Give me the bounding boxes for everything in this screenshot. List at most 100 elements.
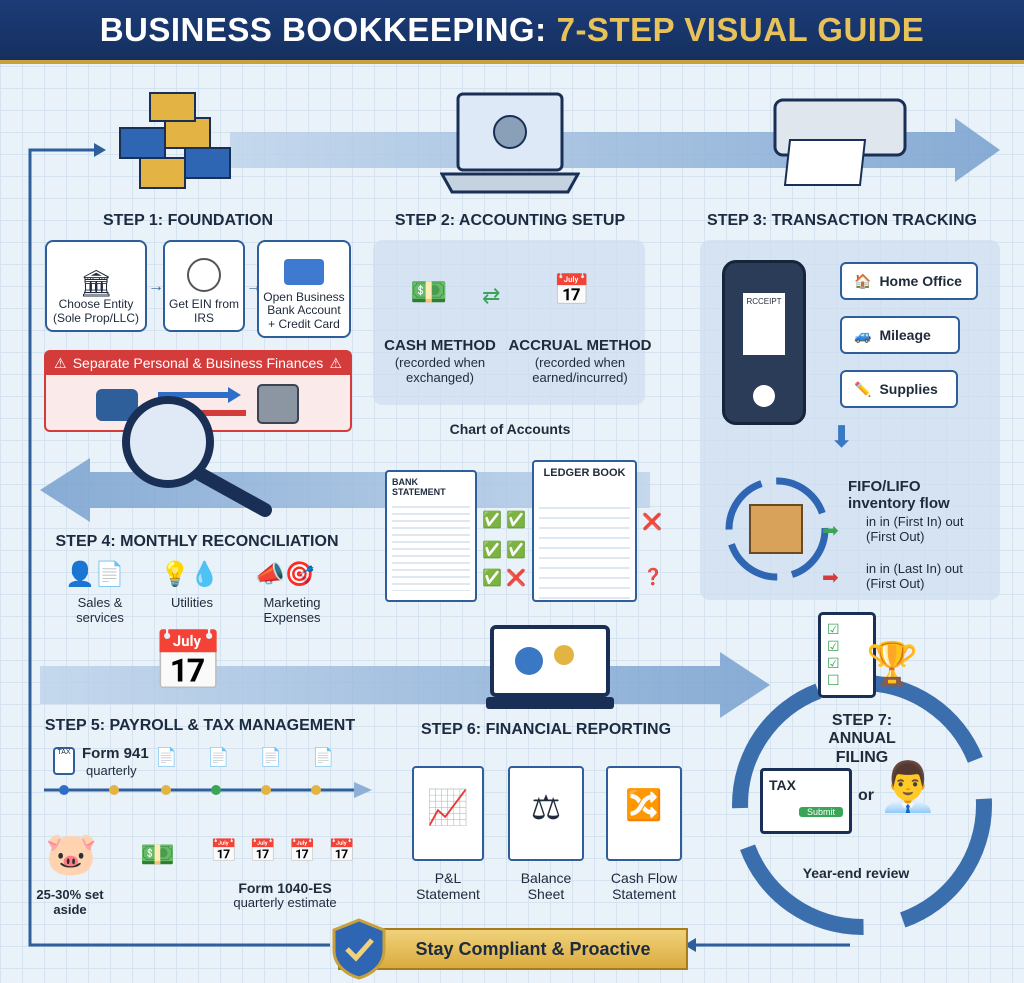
tag-supplies: ✏️ Supplies <box>840 370 958 408</box>
page-header: BUSINESS BOOKKEEPING: 7-STEP VISUAL GUID… <box>0 0 1024 64</box>
set-aside-label: 25-30% set aside <box>36 887 104 917</box>
get-ein-card: Get EIN from IRS <box>163 240 245 332</box>
shield-check-icon <box>332 918 386 980</box>
building-icon: 🏛 <box>79 267 113 298</box>
report-label: P&L Statement <box>416 870 480 903</box>
compliance-banner: Stay Compliant & Proactive <box>338 928 688 970</box>
pnl-chart-doc-icon: 📈 <box>412 766 484 861</box>
card-label: Open Business Bank Account + Credit Card <box>263 289 345 332</box>
card-label: Get EIN from IRS <box>169 297 240 326</box>
warning-text: Separate Personal & Business Finances <box>72 355 324 371</box>
mismatch-icons: ✅ ❌ <box>482 570 527 587</box>
inventory-title: FIFO/LIFO inventory flow <box>848 478 950 513</box>
piggy-bank-icon: 🐷 <box>45 830 98 877</box>
tag-label: Home Office <box>879 273 962 289</box>
doc-title: BANK STATEMENT <box>392 477 446 497</box>
tax-label: TAX <box>769 777 796 793</box>
bank-account-card: Open Business Bank Account + Credit Card <box>257 240 351 338</box>
lifo-text: in in (Last In) out (First Out) <box>866 561 963 591</box>
tax-software-monitor: TAX Submit <box>760 768 852 834</box>
recon-item-label: Sales & services <box>76 595 124 625</box>
checklist-clipboard-icon: ☑☑☑☐ <box>818 612 876 698</box>
cash-method-title: CASH METHOD <box>384 337 496 354</box>
recon-item-label: Utilities <box>171 595 213 610</box>
quarterly-calendars-icon: 📅📅📅📅 <box>210 838 368 863</box>
pencils-icon: ✏️ <box>854 380 872 397</box>
bulb-water-icon: 💡💧 <box>160 561 220 588</box>
title-main: BUSINESS BOOKKEEPING: <box>99 11 547 48</box>
step4-title: STEP 4: MONTHLY RECONCILIATION <box>55 533 339 550</box>
step2-title: STEP 2: ACCOUNTING SETUP <box>394 212 626 229</box>
question-icon: ❓ <box>643 569 663 586</box>
doc-title: LEDGER BOOK <box>543 467 626 479</box>
recon-item-label: Marketing Expenses <box>263 595 321 625</box>
filed-forms-icons: 📄📄📄📄 <box>155 747 365 767</box>
form941-label: Form 941 <box>82 745 149 762</box>
down-arrow-icon: ⬇ <box>829 421 855 454</box>
banner-text: Stay Compliant & Proactive <box>415 938 651 959</box>
trophy-icon: 🏆 <box>866 640 919 687</box>
building-blocks-icon <box>119 92 231 189</box>
report-label: Balance Sheet <box>520 870 572 903</box>
bank-statement-doc: BANK STATEMENT <box>385 470 477 602</box>
dashboard-monitor-icon <box>486 625 614 709</box>
step6-title: STEP 6: FINANCIAL REPORTING <box>420 721 672 738</box>
title-accent: 7-STEP VISUAL GUIDE <box>556 11 925 48</box>
fifo-text: in in (First In) out (First Out) <box>866 514 964 544</box>
form941-note: quarterly <box>86 763 137 778</box>
accrual-method-title: ACCRUAL METHOD <box>508 337 652 354</box>
form1040-label: Form 1040-ES <box>238 880 332 896</box>
cash-money-icon: 💵 <box>410 276 448 309</box>
ledger-book-doc: LEDGER BOOK <box>532 460 637 602</box>
tax-label: TAX <box>57 749 71 756</box>
cash-method-note: (recorded when exchanged) <box>394 355 486 385</box>
tax-timeline <box>44 782 372 798</box>
cash-icon: 💵 <box>140 839 175 870</box>
tag-label: Supplies <box>879 381 938 397</box>
receipt-label: RCCEIPT <box>743 293 785 355</box>
inventory-cycle-icon <box>725 477 829 581</box>
red-arrow-icon: ➡ <box>822 567 839 589</box>
flowchart-doc-icon: 🔀 <box>606 766 682 861</box>
magnifying-glass-icon <box>122 396 272 517</box>
card-label: Choose Entity (Sole Prop/LLC) <box>52 297 140 326</box>
balance-scale-doc-icon: ⚖ <box>508 766 584 861</box>
match-check-icons: ✅ ✅ <box>482 512 527 529</box>
choose-entity-card: 🏛 Choose Entity (Sole Prop/LLC) <box>45 240 147 332</box>
form1040-note: quarterly estimate <box>233 895 337 910</box>
accountant-icon: 👨‍💼 <box>878 761 938 814</box>
calendar-check-icon: 📅 <box>553 274 591 307</box>
credit-card-icon <box>284 258 324 285</box>
shutter-button <box>753 385 775 407</box>
green-arrow-icon: ➡ <box>822 520 839 542</box>
report-label: Cash Flow Statement <box>610 870 678 903</box>
receipt-printer-icon <box>773 98 907 186</box>
house-icon: 🏠 <box>854 272 872 289</box>
tag-home-office: 🏠 Home Office <box>840 262 978 300</box>
person-document-icon: 👤📄 <box>65 561 125 588</box>
tag-label: Mileage <box>879 327 931 343</box>
warning-icon: ⚠ <box>329 355 342 371</box>
step7-title: STEP 7: ANNUAL FILING <box>828 712 896 766</box>
phone-scanner-icon: RCCEIPT <box>722 260 806 425</box>
tax-form-icon: TAX <box>53 747 75 775</box>
step3-title: STEP 3: TRANSACTION TRACKING <box>707 212 977 229</box>
chart-of-accounts-title: Chart of Accounts <box>449 421 571 437</box>
megaphone-target-icon: 📣🎯 <box>255 561 315 588</box>
exchange-arrows-icon: ⇄ <box>482 283 501 308</box>
laptop-gear-icon <box>440 92 580 194</box>
step5-title: STEP 5: PAYROLL & TAX MANAGEMENT <box>44 717 356 734</box>
tag-mileage: 🚙 Mileage <box>840 316 960 354</box>
arrow-icon: → <box>148 278 164 295</box>
accounting-methods-panel <box>373 240 645 405</box>
wallet-safe-transfer-icon <box>96 384 299 424</box>
irs-seal-icon <box>187 258 221 293</box>
warning-icon: ⚠ <box>54 355 67 371</box>
or-label: or <box>858 787 874 804</box>
submit-button[interactable]: Submit <box>799 807 843 817</box>
car-icon: 🚙 <box>854 326 872 343</box>
accrual-method-note: (recorded when earned/incurred) <box>532 355 628 385</box>
calendar-clock-icon: 📅 <box>152 629 225 694</box>
step1-title: STEP 1: FOUNDATION <box>102 212 274 229</box>
year-end-review-label: Year-end review <box>802 865 910 881</box>
